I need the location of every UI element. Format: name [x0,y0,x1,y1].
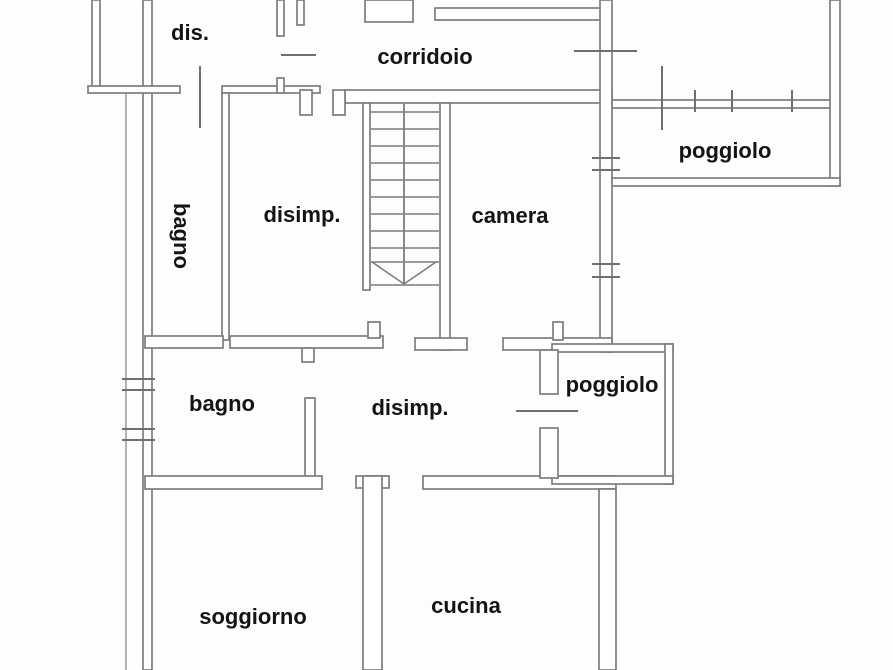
wall-segment [539,427,559,479]
wall-segment [362,475,383,670]
wall-segment [304,397,316,481]
room-label-camera: camera [471,203,549,228]
wall-segment [551,475,674,485]
room-label-bagno-lower: bagno [189,391,255,416]
wall-segment [229,335,384,349]
room-label-bagno-upper: bagno [169,203,194,269]
wall-segment [551,343,674,353]
room-label-cucina: cucina [431,593,501,618]
wall-segment [829,0,841,187]
wall-segment [344,89,613,104]
wall-segment [332,89,346,116]
wall-segment [91,0,101,93]
wall-segment [144,475,323,490]
room-label-soggiorno: soggiorno [199,604,307,629]
wall-segment [276,0,285,37]
wall-segment [434,7,603,21]
wall-segment [301,347,315,363]
wall-segment [221,85,321,94]
wall-segment [276,77,285,94]
walls-group [87,0,841,670]
staircase [371,104,439,286]
wall-segment [599,0,613,353]
door-window-marks [122,50,793,441]
room-label-disimp-lower: disimp. [371,395,449,420]
wall-segment [221,92,230,341]
wall-segment [142,0,153,670]
wall-segment [552,321,564,341]
wall-segment [364,0,414,23]
wall-segment [539,349,559,395]
wall-segment [299,89,313,116]
wall-segment [296,0,305,26]
wall-segment [611,99,836,109]
wall-segment [144,335,224,349]
wall-segment [414,337,468,351]
wall-segment [598,488,617,670]
room-label-corridoio: corridoio [377,44,473,69]
wall-segment [611,177,841,187]
wall-segment [439,102,451,351]
stair-arrow [371,261,405,285]
wall-segment [664,343,674,485]
wall-segment [362,102,371,291]
stair-arrow [403,261,437,285]
room-label-disimp-upper: disimp. [263,202,341,227]
wall-segment [87,85,181,94]
room-label-dis: dis. [171,20,209,45]
room-label-poggiolo-mid: poggiolo [565,372,659,397]
room-label-poggiolo-top: poggiolo [678,138,772,163]
wall-segment [367,321,381,339]
